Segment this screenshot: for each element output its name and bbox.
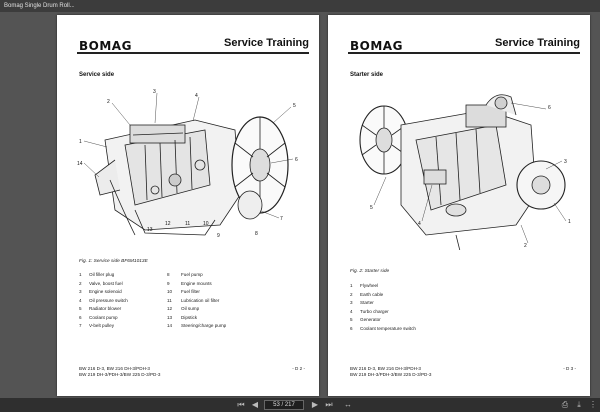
fit-width-icon[interactable]: ↔ [344,400,352,409]
download-icon[interactable]: ⤓ [577,400,581,409]
menu-icon[interactable]: ⋮ [589,400,597,409]
page-d3: BOMAG Service Training Starter side [328,15,590,396]
legend-number: 2 [79,280,82,286]
callout-13: 13 [147,227,153,233]
callout-1: 1 [79,139,82,145]
legend-text: Flywheel [360,283,379,288]
callout-10: 10 [203,221,209,227]
footer-models-line2: BW 219 DH-3/PDH-3/BW 225 D-3/PD-3 [350,372,432,377]
next-page-icon[interactable]: ▶ [311,400,319,409]
callout-4: 4 [195,93,198,99]
callout-5: 5 [370,205,373,211]
page-header-title: Service Training [224,37,309,49]
legend-number: 3 [79,289,82,294]
page-number-input[interactable]: 53 / 217 [264,400,304,410]
legend-text: Lubrication oil filter [181,297,220,303]
legend-text: Oil filler plug [89,272,115,277]
last-page-icon[interactable]: ⏭ [325,400,333,409]
first-page-icon[interactable]: ⏮ [237,400,245,409]
figure-caption: Fig. 2: Starter side [350,269,390,274]
footer-models-line1: BW 216 D-3, BW 216 DH-3/PDH-3 [79,366,150,371]
legend-text: Coolant pump [89,314,118,320]
window-titlebar: Bomag Single Drum Roll... [0,0,600,12]
page-number: - D 3 - [563,366,576,371]
legend-text: Dipstick [181,314,198,320]
legend-column: 1 Flywheel 2 Earth cable 3 Starter 4 Turbo c… [350,283,550,333]
page-header-title: Service Training [495,37,580,49]
legend-text: Fuel pump [181,272,203,277]
legend-number: 2 [350,291,353,297]
footer-models-line1: BW 216 D-3, BW 216 DH-3/PDH-3 [350,366,421,371]
legend-number: 11 [167,297,172,303]
engine-starter-side-figure: 1 2 3 4 5 6 [359,94,571,250]
callout-9: 9 [217,233,220,239]
legend-left-column: 1 Oil filler plug 2 Valve, boost fuel 3 Eng… [79,272,179,332]
legend-number: 6 [79,314,82,320]
header-rule [77,52,309,54]
callout-6: 6 [548,105,551,111]
callout-4: 4 [418,221,421,227]
footer-models-line2: BW 219 DH-3/PDH-3/BW 225 D-3/PD-3 [79,372,161,377]
section-title: Service side [79,72,115,78]
legend-number: 4 [79,297,82,303]
section-title: Starter side [350,72,384,78]
figure-caption: Fig. 1: Service side BF6M1013E [79,259,148,264]
legend-text: Coolant temperature switch [360,325,416,331]
legend-text: Generator [360,317,381,322]
legend-number: 5 [79,306,82,311]
legend-number: 3 [350,300,353,305]
callout-6: 6 [295,157,298,163]
callout-8: 8 [255,231,258,237]
header-rule [348,52,580,54]
callout-1: 1 [568,219,571,225]
legend-text: Valve, boost fuel [89,280,123,286]
legend-text: Radiator blower [89,306,122,311]
pdf-toolbar: ⏮ ◀ 53 / 217 ▶ ⏭ ↔ ⎙ ⤓ ⋮ [0,398,600,412]
callout-2: 2 [107,99,110,105]
callout-7: 7 [280,216,283,222]
legend-text: Oil sump [181,306,200,311]
document-viewer[interactable]: BOMAG Service Training Service side [0,12,600,398]
legend-number: 10 [167,289,173,294]
page-footer: BW 216 D-3, BW 216 DH-3/PDH-3 BW 219 DH-… [79,366,160,378]
callout-2: 2 [524,243,527,249]
previous-page-icon[interactable]: ◀ [251,400,259,409]
engine-service-side-figure: 1 2 3 4 5 6 7 8 9 10 11 12 13 14 [77,89,298,239]
legend-text: Fuel filter [181,289,200,294]
document-tab[interactable]: Bomag Single Drum Roll... [4,3,74,9]
legend-number: 12 [167,306,173,311]
legend-text: Starter [360,300,374,305]
legend-number: 4 [350,308,353,314]
callout-3: 3 [564,159,567,165]
legend-text: Engine mounts [181,280,212,286]
bomag-logo: BOMAG [79,39,132,53]
legend-text: V-belt pulley [89,323,115,328]
callout-11: 11 [185,221,190,227]
legend-number: 6 [350,325,353,331]
page-footer: BW 216 D-3, BW 216 DH-3/PDH-3 BW 219 DH-… [350,366,431,378]
legend-text: Engine solenoid [89,289,122,294]
page-number: - D 2 - [292,366,305,371]
legend-number: 9 [167,280,170,286]
legend-number: 14 [167,323,173,328]
callout-3: 3 [153,89,156,95]
callout-12: 12 [165,221,171,227]
bomag-logo: BOMAG [350,39,403,53]
legend-number: 1 [79,272,82,277]
page-d2: BOMAG Service Training Service side [57,15,319,396]
legend-text: Turbo charger [360,308,389,314]
callout-14: 14 [77,161,83,167]
callout-5: 5 [293,103,296,109]
legend-text: Oil pressure switch [89,297,128,303]
legend-number: 5 [350,317,353,322]
print-icon[interactable]: ⎙ [561,400,569,409]
legend-number: 8 [167,272,170,277]
legend-number: 13 [167,314,173,320]
legend-text: Steering/charge pump [181,323,227,328]
legend-number: 7 [79,323,82,328]
legend-text: Earth cable [360,291,384,297]
legend-number: 1 [350,283,353,288]
